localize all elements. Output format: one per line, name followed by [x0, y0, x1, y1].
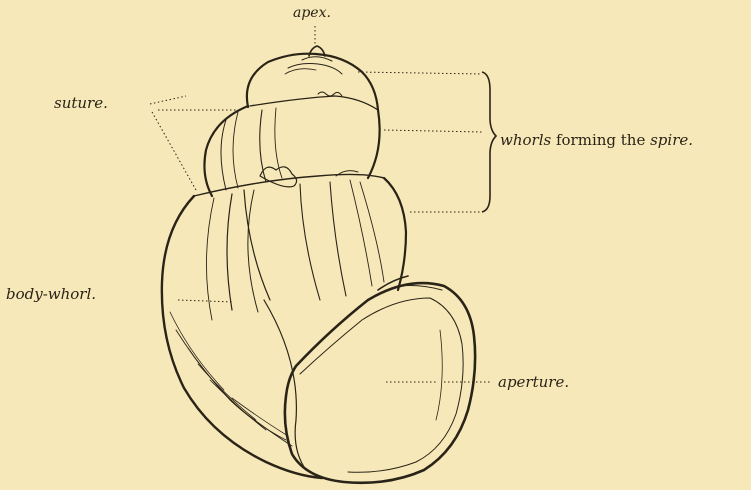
spire-label-term2: spire. [650, 131, 693, 149]
apex-label: apex. [293, 6, 331, 20]
aperture-outline [285, 283, 475, 483]
body-whorl-label: body-whorl. [6, 287, 96, 302]
top-whorl [247, 54, 378, 110]
second-whorl [204, 106, 248, 196]
body-whorl-outline [162, 196, 322, 478]
spire-label-term1: whorls [500, 131, 551, 149]
suture-leader-2 [150, 96, 186, 104]
spire-leader-2 [384, 130, 482, 132]
third-whorl [384, 178, 406, 290]
suture-label: suture. [54, 96, 108, 111]
spire-label-middle: forming the [551, 131, 650, 149]
spire-label: whorls forming the spire. [500, 133, 693, 148]
body-whorl-leader [178, 300, 234, 302]
aperture-label: aperture. [498, 375, 569, 390]
suture-leader-3 [152, 112, 196, 190]
spire-brace [482, 72, 496, 212]
spire-leader-1 [358, 72, 482, 74]
